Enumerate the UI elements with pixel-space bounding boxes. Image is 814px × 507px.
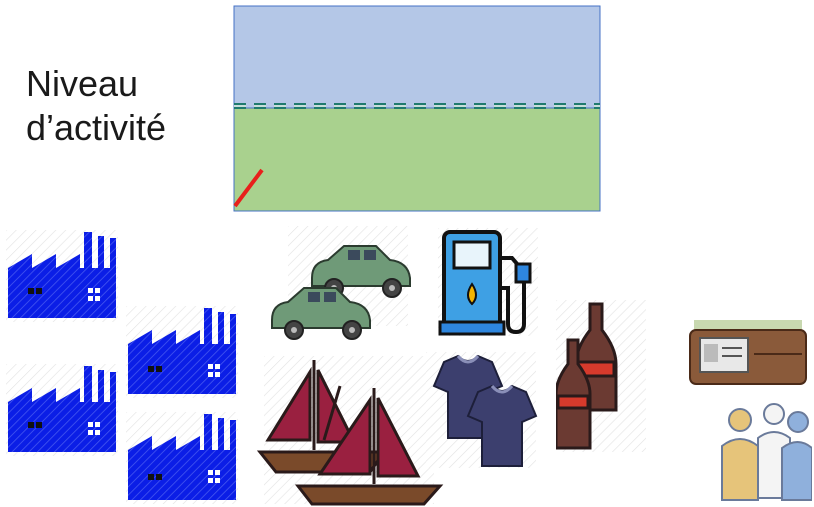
factory-icon [6,364,118,456]
upper-area [234,6,600,108]
soda-bottle-icon [556,300,648,456]
factory-icon [6,230,118,322]
activity-level-box [232,4,604,216]
sailboat-icon [254,356,448,506]
label-line-1: Niveau [26,62,216,106]
factory-icon [126,306,238,398]
factory-icon [126,412,238,504]
car-icon [268,226,416,344]
wallet-icon [688,318,810,388]
people-icon [718,398,812,502]
label-line-2: d’activité [26,106,216,150]
lower-area [234,108,600,211]
activity-level-label: Niveau d’activité [26,62,216,150]
polo-shirt-icon [426,352,538,470]
fuel-pump-icon [438,228,544,338]
